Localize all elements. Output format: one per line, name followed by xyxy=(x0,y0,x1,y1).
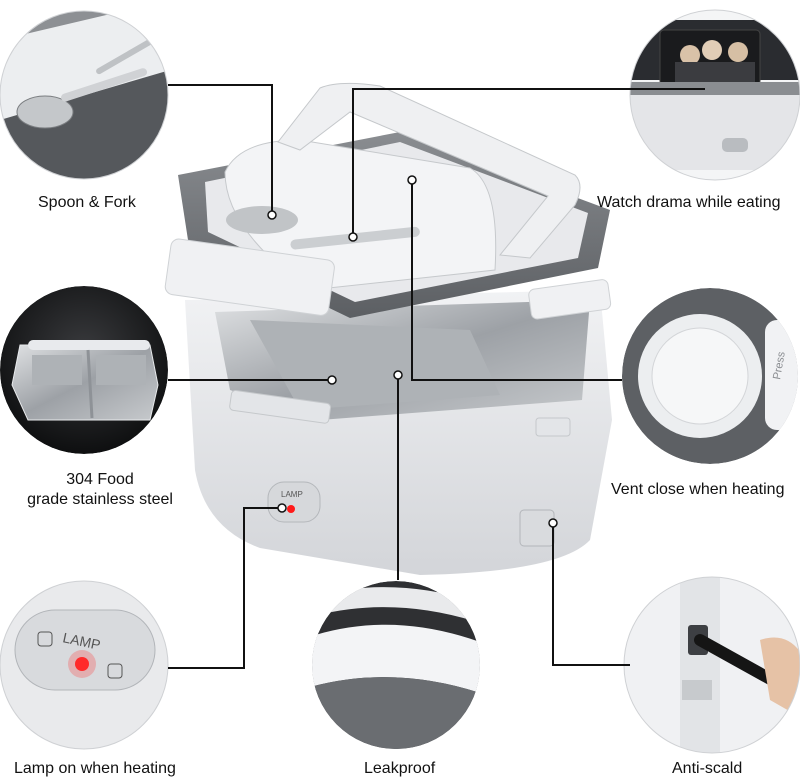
label-steel-line2: grade stainless steel xyxy=(27,491,173,508)
label-watch-drama: Watch drama while eating xyxy=(597,194,781,211)
callout-vent: Press xyxy=(622,288,798,464)
label-anti-scald: Anti-scald xyxy=(672,760,743,777)
callout-connector-lines xyxy=(168,84,705,669)
label-steel-line1: 304 Food xyxy=(66,471,134,488)
label-leakproof: Leakproof xyxy=(364,760,436,777)
callout-anti-scald xyxy=(624,577,800,753)
callout-lamp: LAMP xyxy=(0,581,168,749)
connector-vent xyxy=(411,180,622,381)
connector-drama xyxy=(352,88,705,237)
lamp-text: LAMP xyxy=(61,629,102,653)
lunch-box-lid xyxy=(164,82,612,320)
connector-dots xyxy=(267,175,558,528)
svg-text:LAMP: LAMP xyxy=(281,490,303,499)
connector-lamp xyxy=(168,507,282,669)
callout-spoon-fork xyxy=(0,11,168,179)
connector-spoon xyxy=(168,84,273,215)
lunch-box-base: LAMP xyxy=(185,290,612,575)
callout-watch-drama xyxy=(630,10,800,180)
label-vent: Vent close when heating xyxy=(611,481,785,498)
vent-press-text: Press xyxy=(771,350,788,380)
label-spoon-fork: Spoon & Fork xyxy=(38,194,136,211)
label-steel: 304 Food grade stainless steel xyxy=(10,470,190,510)
label-lamp: Lamp on when heating xyxy=(14,760,176,777)
callout-steel-insert xyxy=(0,286,168,454)
connector-scald xyxy=(552,523,630,666)
callout-leakproof xyxy=(312,581,480,749)
